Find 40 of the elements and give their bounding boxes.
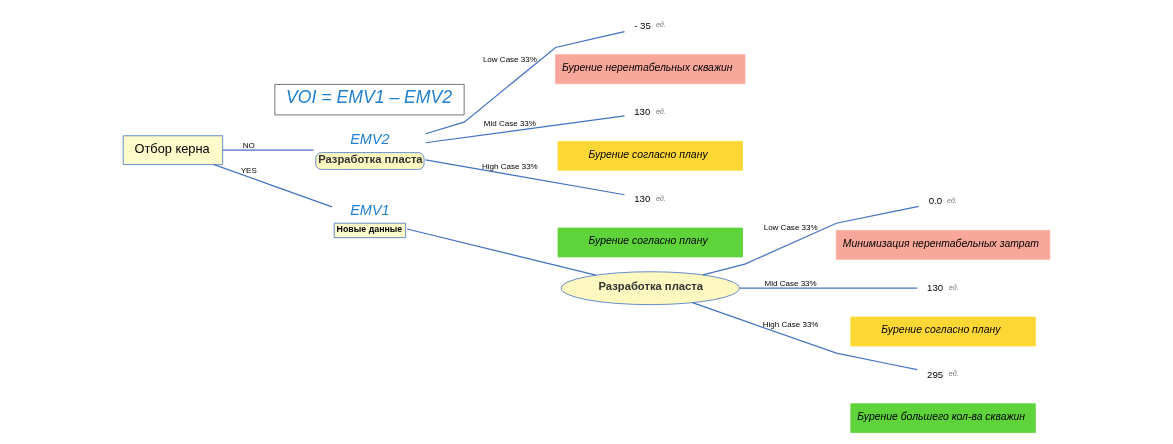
connector [213,164,333,208]
node-box: Бурение согласно плану [557,227,743,258]
node-label: EMV2 [350,131,390,148]
node-label: EMV1 [350,201,390,218]
node-box: VOI = EMV1 – EMV2 [274,84,465,116]
connector [424,159,626,196]
node-box: Бурение согласно плану [557,141,743,171]
connector [424,31,626,135]
node-box: Бурение большего кол-ва скважин [850,403,1036,433]
node-text: 0.0 [928,195,943,207]
node-label: ед. [655,193,666,203]
edge-label: Low Case 33% [763,223,818,233]
node-box: Отбор керна [122,135,224,166]
connector [222,149,315,151]
connector [691,302,918,371]
edge-label: Mid Case 33% [764,278,817,288]
node-text: 295 [927,368,944,380]
connector [702,205,920,276]
connector [406,228,597,276]
node-text: 130 [634,193,651,205]
connector [424,115,626,144]
node-label: ед. [948,369,959,379]
node-ellipse: Разработка пласта [560,271,740,306]
node-label: ед. [948,282,959,292]
node-text: 130 [927,282,944,294]
edge-label: High Case 33% [762,319,819,329]
node-text: - 35 [634,19,651,31]
edge-label: High Case 33% [482,161,538,171]
node-text: 130 [634,106,651,118]
edge-label: YES [240,165,257,175]
connector [739,287,918,289]
node-box: Бурение нерентабельных скважин [555,54,746,84]
node-box: Минимизация нерентабельных затрат [836,230,1051,260]
node-label: ед. [655,20,666,30]
node-box: Бурение согласно плану [850,316,1036,347]
node-label: ед. [655,106,666,116]
edge-label: NO [242,140,255,150]
edge-label: Low Case 33% [482,54,537,64]
node-label: ед. [947,195,958,205]
edge-label: Mid Case 33% [483,119,536,129]
